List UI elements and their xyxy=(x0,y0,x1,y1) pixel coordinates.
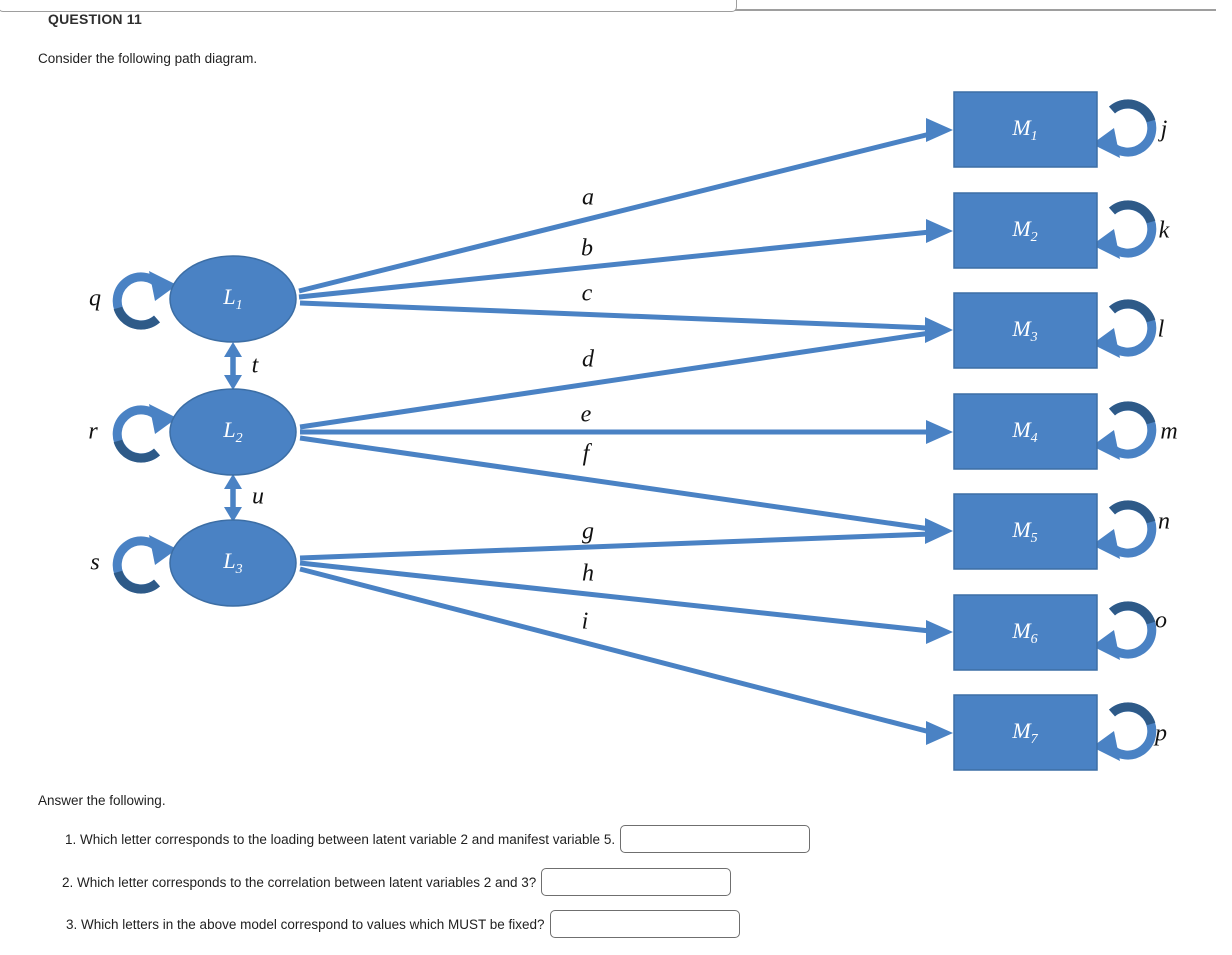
variance-loop-s xyxy=(117,535,177,589)
error-loop-l xyxy=(1092,304,1152,358)
loading-label-e: e xyxy=(580,401,592,428)
answer-input-2[interactable] xyxy=(541,868,732,896)
manifest-box-m6 xyxy=(953,594,1098,671)
latent-node-label-l3: L3 xyxy=(223,548,243,577)
loading-arrowheads xyxy=(925,118,953,745)
manifest-node-label-m7: M7 xyxy=(1012,718,1038,747)
manifest-node-label-m4: M4 xyxy=(1012,417,1038,446)
covariance-arrow-u xyxy=(224,474,242,522)
answer-input-1[interactable] xyxy=(620,825,811,853)
loading-label-f: f xyxy=(582,440,590,467)
manifest-box-m7 xyxy=(953,694,1098,771)
manifest-node-label-m5: M5 xyxy=(1012,517,1038,546)
question-2-text: 2. Which letter corresponds to the corre… xyxy=(62,874,537,890)
covariance-arrow-t xyxy=(224,342,242,390)
loading-arrow-d xyxy=(299,330,931,430)
manifest-box-m1 xyxy=(953,91,1098,168)
arrowhead-m1 xyxy=(926,118,953,142)
manifest-box-m2 xyxy=(953,192,1098,269)
arrowhead-m5 xyxy=(925,518,953,544)
manifest-node-label-m6: M6 xyxy=(1012,618,1038,647)
arrowhead-m7 xyxy=(926,721,953,745)
manifest-node-label-m2: M2 xyxy=(1012,216,1038,245)
answer-section-heading: Answer the following. xyxy=(38,793,166,808)
answer-input-3[interactable] xyxy=(549,910,740,938)
arrowhead-m6 xyxy=(926,620,953,644)
previous-input-remnant xyxy=(0,0,737,12)
variance-label-s: s xyxy=(90,549,100,576)
error-label-o: o xyxy=(1155,607,1167,634)
error-loop-m xyxy=(1092,406,1152,460)
question-row-2: 2. Which letter corresponds to the corre… xyxy=(62,868,732,896)
manifest-node-label-m3: M3 xyxy=(1012,316,1038,345)
latent-ellipse-l2 xyxy=(169,388,297,476)
latent-ellipse-l3 xyxy=(169,519,297,607)
loading-label-b: b xyxy=(581,235,593,262)
loading-arrow-a xyxy=(298,131,931,294)
question-number-heading: QUESTION 11 xyxy=(48,11,143,27)
latent-ellipse-l1 xyxy=(169,255,297,343)
error-label-l: l xyxy=(1157,316,1165,343)
error-loop-o xyxy=(1092,606,1152,660)
loading-label-h: h xyxy=(582,560,594,587)
error-label-k: k xyxy=(1158,217,1170,244)
error-loop-n xyxy=(1092,505,1152,559)
manifest-box-m5 xyxy=(953,493,1098,570)
variance-loop-q xyxy=(117,271,177,325)
loading-arrows xyxy=(298,131,931,735)
question-row-3: 3. Which letters in the above model corr… xyxy=(66,910,740,938)
covariance-label-t: t xyxy=(251,352,259,379)
loading-arrow-b xyxy=(298,229,931,300)
question-3-text: 3. Which letters in the above model corr… xyxy=(66,916,545,932)
error-label-n: n xyxy=(1158,508,1170,535)
error-loop-j xyxy=(1092,104,1152,158)
question-row-1: 1. Which letter corresponds to the loadi… xyxy=(65,825,811,853)
manifest-box-m3 xyxy=(953,292,1098,369)
loading-arrow-f xyxy=(299,435,931,532)
variance-label-q: q xyxy=(89,285,101,312)
question-1-text: 1. Which letter corresponds to the loadi… xyxy=(65,831,616,847)
latent-node-label-l1: L1 xyxy=(223,284,243,313)
variance-label-r: r xyxy=(88,418,98,445)
loading-arrow-c xyxy=(299,300,931,331)
covariance-label-u: u xyxy=(252,483,264,510)
question-intro-text: Consider the following path diagram. xyxy=(38,51,258,66)
loading-arrow-h xyxy=(299,560,931,634)
arrowhead-m4 xyxy=(926,420,953,444)
arrowhead-m2 xyxy=(926,219,953,243)
arrowhead-m3 xyxy=(925,317,953,343)
error-label-m: m xyxy=(1160,418,1178,445)
loading-arrow-i xyxy=(299,566,931,735)
loading-label-g: g xyxy=(582,518,594,545)
loading-label-d: d xyxy=(582,346,594,373)
loading-label-c: c xyxy=(581,280,593,307)
manifest-node-label-m1: M1 xyxy=(1012,115,1038,144)
error-label-p: p xyxy=(1155,720,1167,747)
loading-label-a: a xyxy=(582,184,594,211)
latent-node-label-l2: L2 xyxy=(223,417,243,446)
manifest-box-m4 xyxy=(953,393,1098,470)
error-loop-p xyxy=(1092,707,1152,761)
error-label-j: j xyxy=(1160,116,1168,143)
loading-arrow-g xyxy=(299,531,931,561)
error-loop-k xyxy=(1092,205,1152,259)
variance-loop-r xyxy=(117,404,177,458)
loading-label-i: i xyxy=(581,608,589,635)
